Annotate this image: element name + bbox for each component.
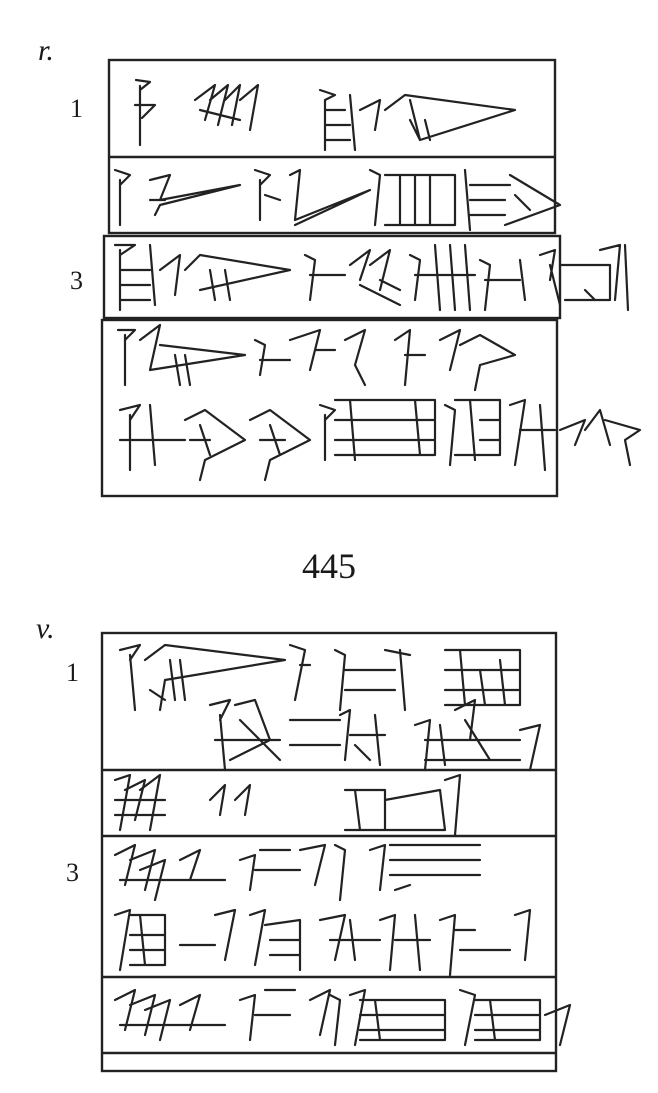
obverse-tablet: [100, 58, 562, 498]
reverse-line-number-1: 1: [66, 658, 79, 687]
reverse-line-number-3: 3: [66, 858, 79, 887]
reverse-signs: [113, 643, 572, 1047]
obverse-line-number-1: 1: [70, 94, 83, 123]
obverse-signs: [113, 78, 642, 482]
text-number: 445: [302, 546, 356, 586]
obverse-line-number-3: 3: [70, 266, 83, 295]
reverse-label: v.: [36, 612, 55, 645]
reverse-tablet: [100, 631, 558, 1073]
obverse-label: r.: [38, 34, 54, 67]
